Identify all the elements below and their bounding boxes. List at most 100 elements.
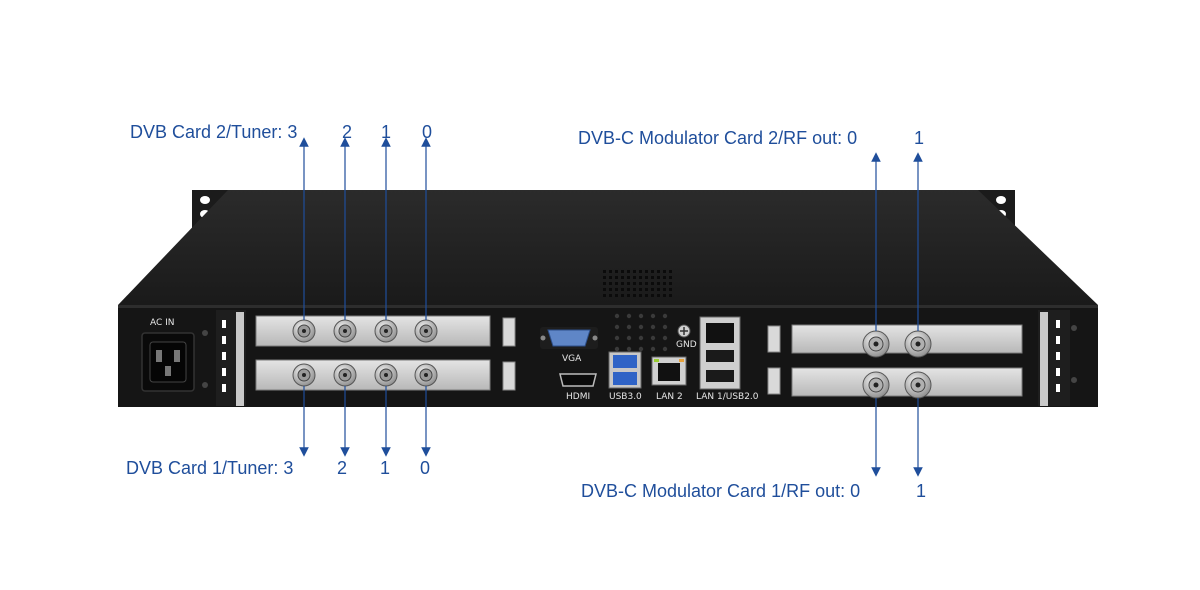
dvb-card-1-tuner-1: 1 xyxy=(380,458,391,478)
modulator-card-2-rf-1: 1 xyxy=(914,128,925,148)
callout-leader-lines xyxy=(299,137,923,477)
vga-port xyxy=(540,327,598,349)
vent-hole xyxy=(609,276,612,279)
vent-hole xyxy=(626,313,632,319)
dvb-card-1-plate xyxy=(255,359,491,391)
vent-hole xyxy=(662,324,668,330)
vent-hole xyxy=(669,282,672,285)
vent-hole xyxy=(626,346,632,352)
vent-hole xyxy=(662,346,668,352)
vent-hole xyxy=(638,346,644,352)
connector-pin xyxy=(302,373,306,377)
f-connector xyxy=(333,363,357,387)
vent-hole xyxy=(669,294,672,297)
vent-hole xyxy=(639,276,642,279)
vent-hole xyxy=(657,282,660,285)
vent-hole xyxy=(645,294,648,297)
vent-hole xyxy=(662,335,668,341)
vent-hole xyxy=(663,270,666,273)
vent-hole xyxy=(609,270,612,273)
vent-hole xyxy=(626,335,632,341)
f-connector xyxy=(292,319,316,343)
dvb-card-1-tuner-0: 0 xyxy=(420,458,431,478)
modulator-card-1-rf-1: 1 xyxy=(916,481,927,501)
lan1-usb2-label: LAN 1/USB2.0 xyxy=(696,392,759,402)
vent-hole xyxy=(615,276,618,279)
f-connector xyxy=(333,319,357,343)
vent-hole xyxy=(650,346,656,352)
connector-pin xyxy=(915,341,921,347)
vent-hole xyxy=(657,270,660,273)
vent-hole xyxy=(638,324,644,330)
dvb-tuner-connectors xyxy=(292,319,438,387)
vent-hole xyxy=(639,288,642,291)
io-vent-holes xyxy=(614,313,668,352)
dvb-card-1-callout: DVB Card 1/Tuner: 3 xyxy=(126,458,294,478)
vent-hole xyxy=(621,294,624,297)
dvb-card-2-callout: DVB Card 2/Tuner: 3 xyxy=(130,122,298,142)
vent-hole xyxy=(651,276,654,279)
vent-hole xyxy=(621,270,624,273)
connector-pin xyxy=(424,329,428,333)
f-connector xyxy=(414,319,438,343)
lan2-label: LAN 2 xyxy=(656,392,683,402)
f-connector xyxy=(374,363,398,387)
vent-hole xyxy=(650,335,656,341)
vent-hole xyxy=(657,294,660,297)
dvb-card-2-tuner-1: 1 xyxy=(381,122,392,142)
vent-hole xyxy=(669,270,672,273)
dvb-card-2-tuner-0: 0 xyxy=(422,122,433,142)
vent-hole xyxy=(669,288,672,291)
connector-pin xyxy=(302,329,306,333)
lan2-port xyxy=(651,356,687,386)
vent-hole xyxy=(638,313,644,319)
connector-pin xyxy=(873,382,879,388)
vent-hole xyxy=(662,313,668,319)
vent-hole xyxy=(627,270,630,273)
vent-hole xyxy=(615,282,618,285)
vent-hole xyxy=(650,324,656,330)
modulator-card-2-callout: DVB-C Modulator Card 2/RF out: 0 xyxy=(578,128,858,148)
lan1-usb2-ports xyxy=(699,316,741,390)
right-slot-bracket xyxy=(1038,310,1077,406)
vent-hole xyxy=(627,288,630,291)
vent-hole xyxy=(627,294,630,297)
bnc-connector xyxy=(862,371,890,399)
chassis-top xyxy=(118,190,1098,305)
vent-hole xyxy=(626,324,632,330)
vent-hole xyxy=(633,270,636,273)
f-connector xyxy=(292,363,316,387)
vent-hole xyxy=(645,276,648,279)
ac-in-label: AC IN xyxy=(150,318,175,328)
connector-pin xyxy=(915,382,921,388)
dvb-card-1-tuner-2: 2 xyxy=(337,458,348,478)
vent-hole xyxy=(651,288,654,291)
f-connector xyxy=(374,319,398,343)
f-connector xyxy=(414,363,438,387)
vent-hole xyxy=(603,282,606,285)
vent-hole xyxy=(633,282,636,285)
vent-hole xyxy=(609,294,612,297)
connector-pin xyxy=(424,373,428,377)
vent-hole xyxy=(609,282,612,285)
vent-hole xyxy=(614,346,620,352)
dvb-card-2-plate xyxy=(255,315,491,347)
vent-hole xyxy=(650,313,656,319)
hdmi-port xyxy=(559,373,597,387)
usb3-label: USB3.0 xyxy=(609,392,642,402)
connector-pin xyxy=(873,341,879,347)
vent-hole xyxy=(633,288,636,291)
vent-hole xyxy=(615,294,618,297)
ground-screw xyxy=(677,324,691,338)
blank-bracket xyxy=(767,367,781,395)
vent-hole xyxy=(663,288,666,291)
vent-hole xyxy=(651,294,654,297)
vent-hole xyxy=(651,282,654,285)
bnc-connector xyxy=(904,371,932,399)
vent-grille xyxy=(603,270,672,297)
vent-hole xyxy=(609,288,612,291)
vent-hole xyxy=(663,276,666,279)
vent-hole xyxy=(639,270,642,273)
vent-hole xyxy=(614,324,620,330)
vent-hole xyxy=(663,294,666,297)
